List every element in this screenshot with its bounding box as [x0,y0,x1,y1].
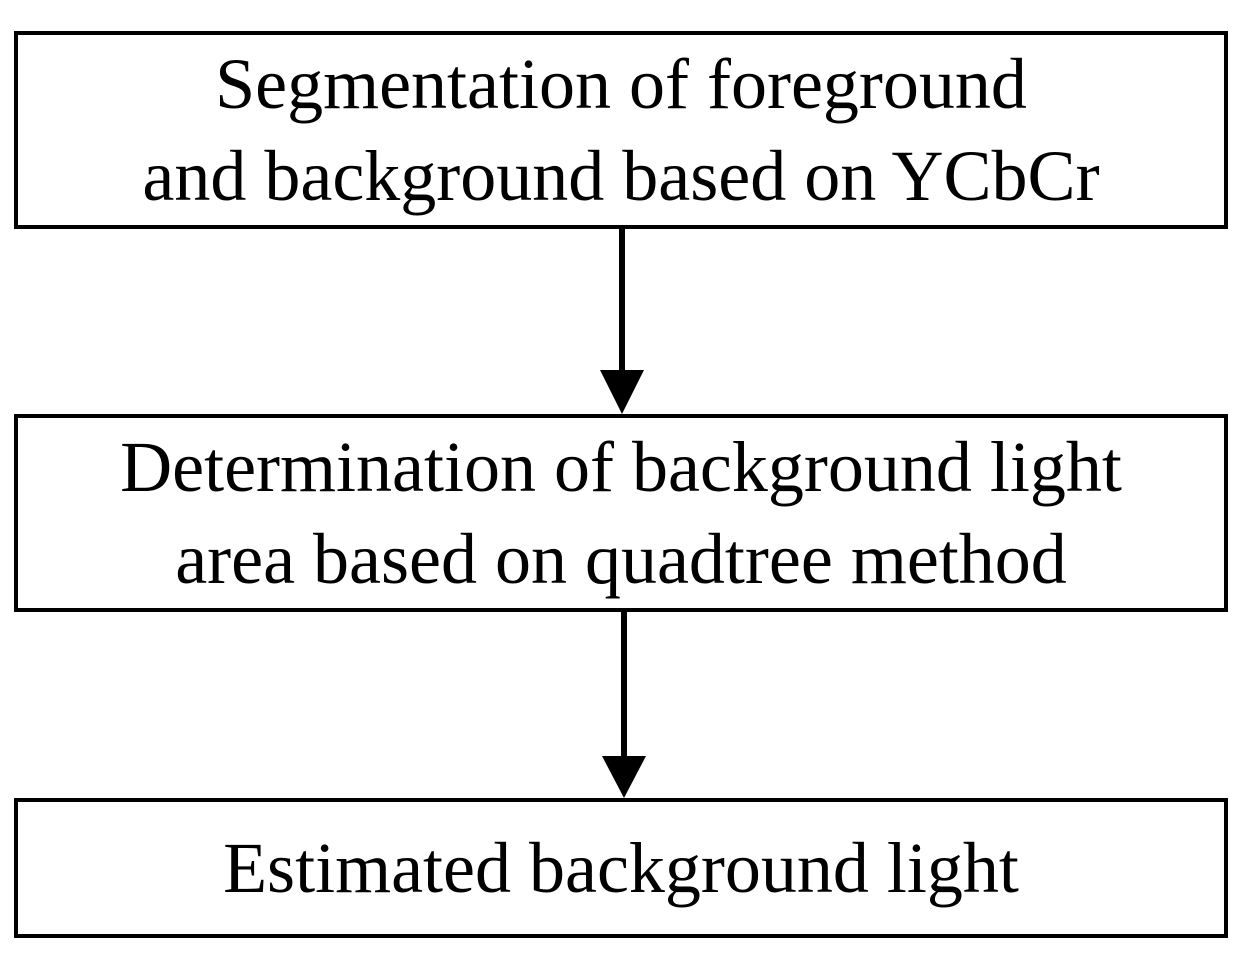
step-1-line-2: and background based on YCbCr [142,136,1100,216]
step-3-line-1: Estimated background light [223,828,1019,908]
step-2-line-1: Determination of background light [120,427,1122,507]
step-1-box: Segmentation of foreground and backgroun… [14,31,1228,229]
arrow-step-1-to-2 [600,229,644,414]
step-3-box: Estimated background light [14,798,1228,938]
step-1-line-1: Segmentation of foreground [215,44,1027,124]
arrow-head-2 [602,756,646,798]
arrow-step-2-to-3 [602,612,646,798]
arrow-head-1 [600,370,644,414]
step-2-line-2: area based on quadtree method [175,519,1067,599]
step-2-box: Determination of background light area b… [14,414,1228,612]
